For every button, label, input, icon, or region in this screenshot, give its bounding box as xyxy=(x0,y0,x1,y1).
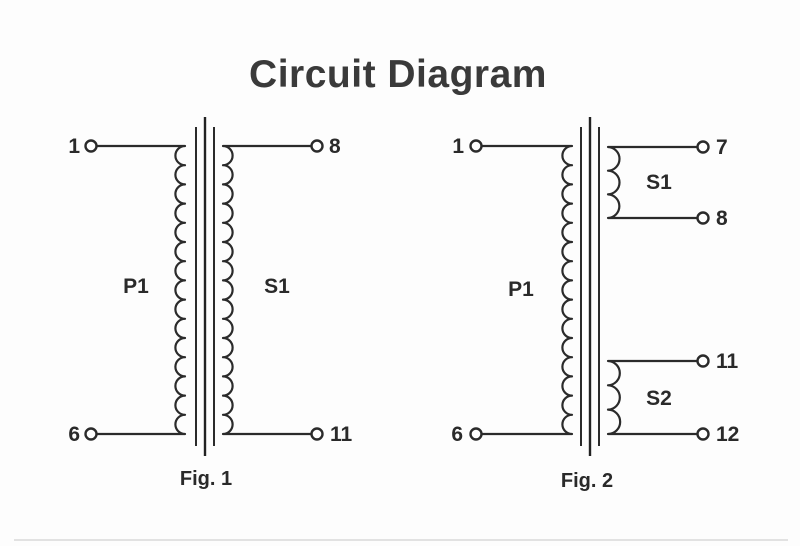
fig2-terminal-7-node xyxy=(696,140,710,154)
fig1-caption: Fig. 1 xyxy=(180,468,232,490)
fig2-caption: Fig. 2 xyxy=(561,470,613,492)
fig2-terminal-6-node xyxy=(469,427,483,441)
fig1-secondary-label: S1 xyxy=(264,275,290,298)
fig2-secondary1-label: S1 xyxy=(646,171,672,194)
fig2-terminal-12-label: 12 xyxy=(716,423,739,446)
fig2-terminal-1-label: 1 xyxy=(452,135,464,158)
fig2-terminal-11-node xyxy=(696,354,710,368)
fig1-terminal-11-node xyxy=(310,427,324,441)
fig1-terminal-1-node xyxy=(84,139,98,153)
fig1-primary-label: P1 xyxy=(123,275,149,298)
fig1-terminal-6-node xyxy=(84,427,98,441)
fig1-terminal-6-label: 6 xyxy=(68,423,80,446)
fig2-primary-label: P1 xyxy=(508,278,534,301)
fig2-terminal-8-label: 8 xyxy=(716,207,728,230)
fig2-transformer: 1 6 7 8 11 12 P1 S1 S2 Fig. 2 xyxy=(451,117,739,492)
fig2-terminal-7-label: 7 xyxy=(716,136,728,159)
page-bottom-rule xyxy=(14,539,788,541)
page-title: Circuit Diagram xyxy=(249,53,547,96)
fig1-terminal-1-label: 1 xyxy=(68,135,80,158)
fig1-transformer: 1 8 6 11 P1 S1 Fig. 1 xyxy=(68,117,353,490)
fig1-terminal-8-label: 8 xyxy=(329,135,341,158)
fig1-terminal-11-label: 11 xyxy=(330,423,353,446)
fig2-terminal-8-node xyxy=(696,211,710,225)
fig2-terminal-11-label: 11 xyxy=(716,350,739,373)
fig2-secondary1-winding xyxy=(606,145,699,220)
fig2-secondary2-winding xyxy=(606,359,699,436)
fig2-terminal-1-node xyxy=(469,139,483,153)
fig2-terminal-6-label: 6 xyxy=(451,423,463,446)
fig1-primary-winding xyxy=(95,144,187,436)
fig1-secondary-winding xyxy=(221,144,313,436)
fig2-primary-winding xyxy=(480,144,574,436)
fig1-terminal-8-node xyxy=(310,139,324,153)
fig2-terminal-12-node xyxy=(696,427,710,441)
fig2-secondary2-label: S2 xyxy=(646,387,672,410)
